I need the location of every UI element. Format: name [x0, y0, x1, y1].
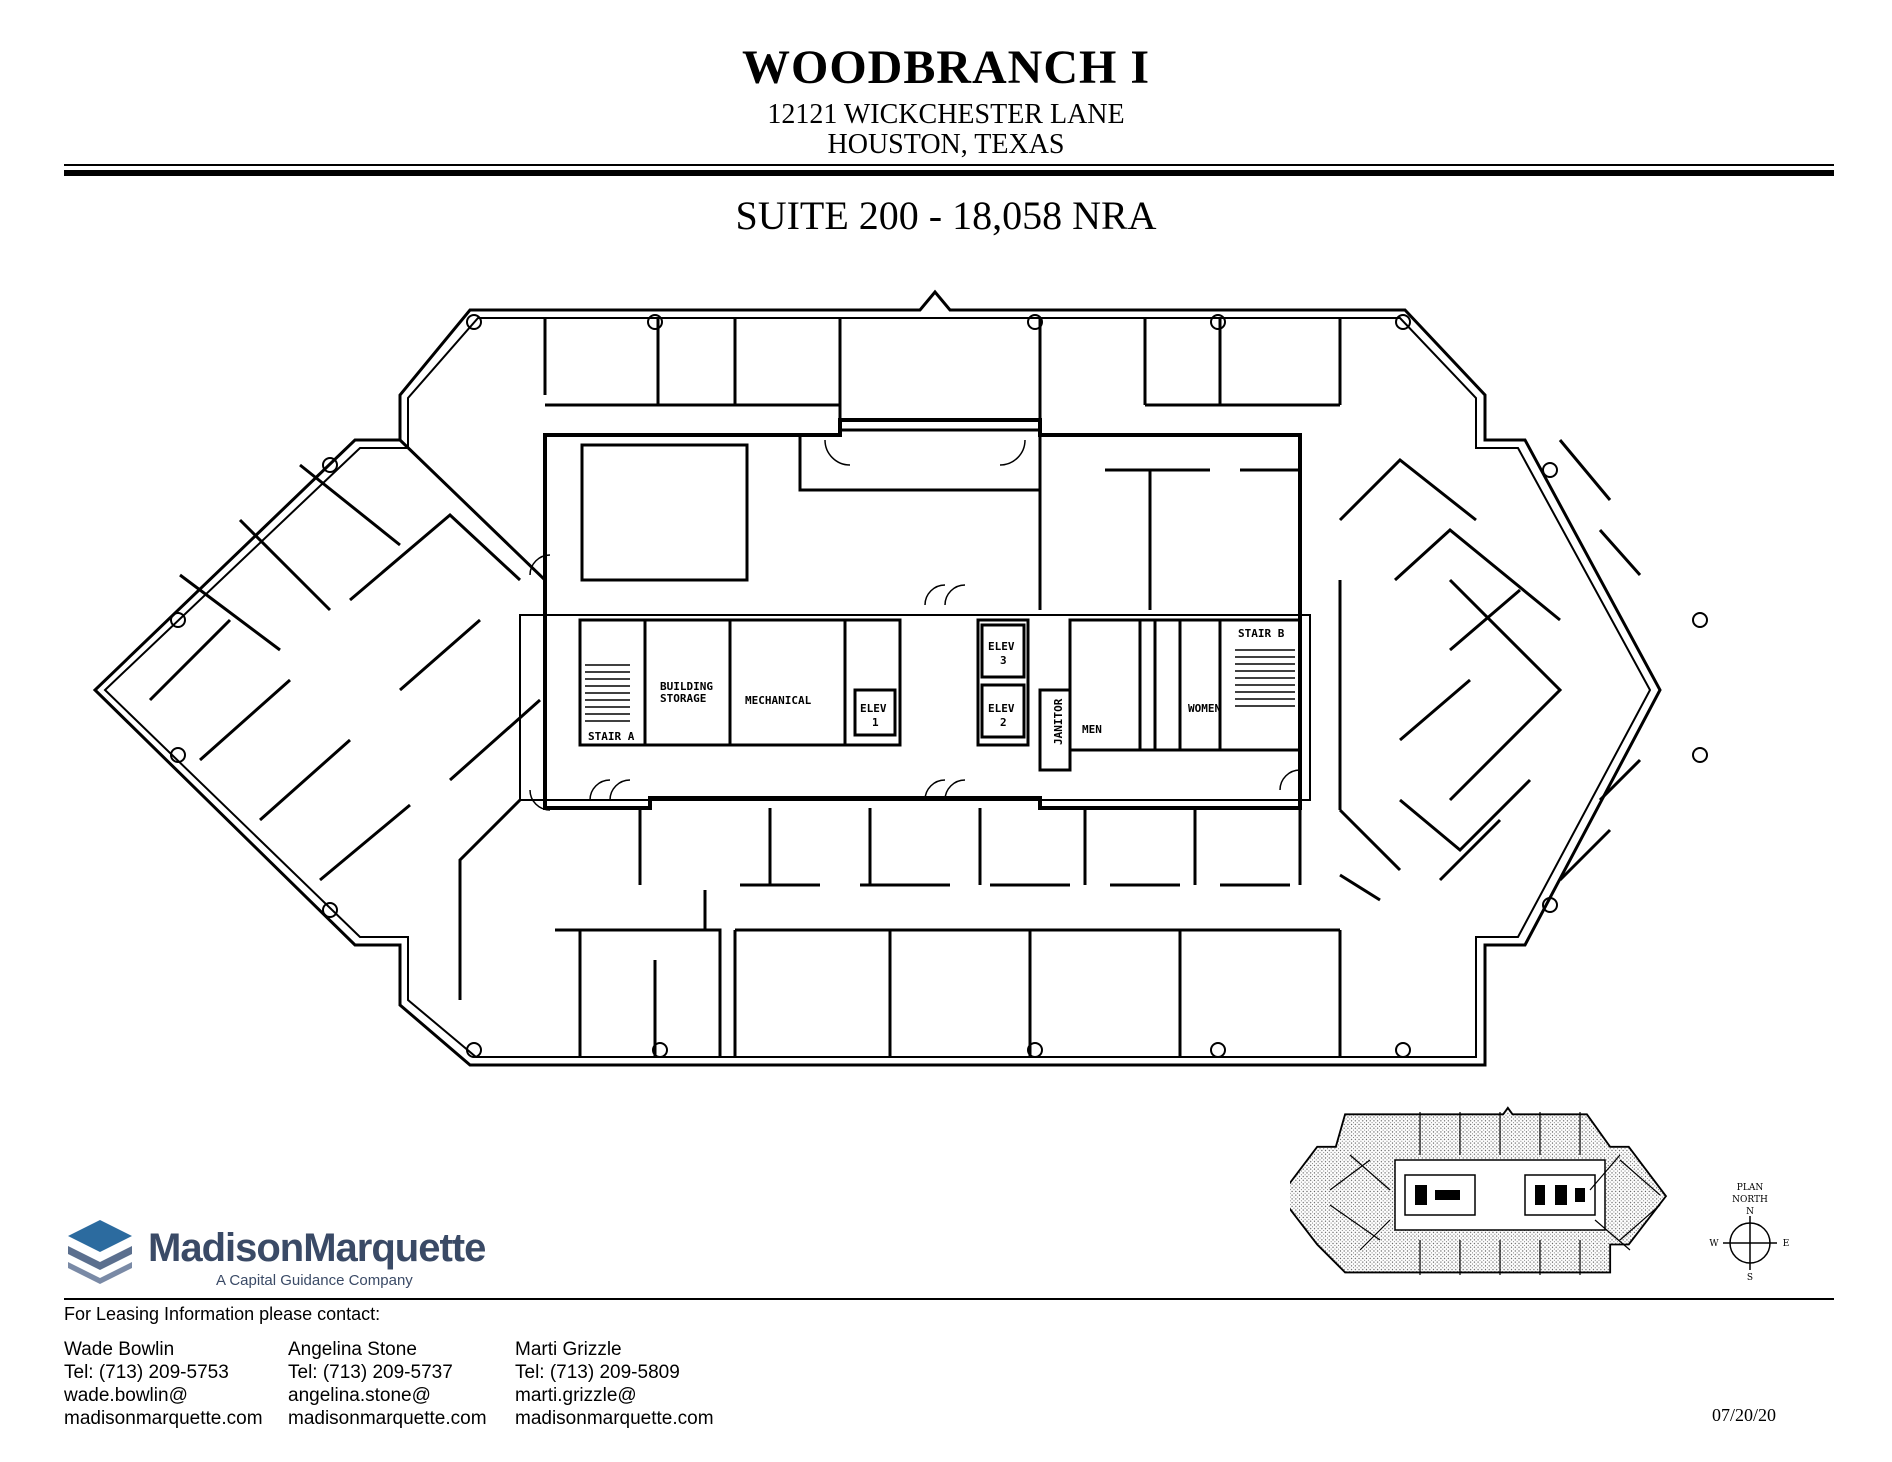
- contact-card-angelina: Angelina Stone Tel: (713) 209-5737 angel…: [288, 1338, 487, 1430]
- label-elev1-b: 1: [872, 716, 879, 729]
- label-women: WOMEN: [1188, 702, 1221, 715]
- key-plan: [1290, 1106, 1668, 1275]
- contact-card-wade: Wade Bowlin Tel: (713) 209-5753 wade.bow…: [64, 1338, 263, 1430]
- compass-w: W: [1709, 1239, 1719, 1249]
- contact-tel[interactable]: Tel: (713) 209-5753: [64, 1362, 229, 1383]
- right-offices: [1338, 439, 1642, 902]
- label-stair-b: STAIR B: [1238, 627, 1285, 640]
- compass-e: E: [1783, 1239, 1790, 1249]
- brand-name: MadisonMarquette: [148, 1226, 486, 1270]
- header-rule-thick: [64, 170, 1834, 176]
- north-compass: PLAN NORTH N W E S: [1709, 1183, 1790, 1283]
- compass-s: S: [1747, 1273, 1753, 1283]
- building-outline: [92, 289, 1662, 1067]
- label-stair-a: STAIR A: [588, 730, 635, 743]
- label-building-storage-2: STORAGE: [660, 692, 706, 705]
- label-elev2-b: 2: [1000, 716, 1007, 729]
- contact-heading: For Leasing Information please contact:: [64, 1304, 381, 1324]
- address-line-1: 12121 WICKCHESTER LANE: [767, 99, 1125, 130]
- contact-name: Angelina Stone: [288, 1339, 417, 1360]
- contact-email-1[interactable]: angelina.stone@: [288, 1385, 431, 1406]
- label-elev3-b: 3: [1000, 654, 1007, 667]
- contact-tel[interactable]: Tel: (713) 209-5809: [515, 1362, 680, 1383]
- madison-marquette-logo-icon: [68, 1220, 132, 1284]
- label-mechanical: MECHANICAL: [745, 694, 812, 707]
- contact-email-2[interactable]: madisonmarquette.com: [64, 1408, 263, 1429]
- building-name: WOODBRANCH I: [741, 41, 1151, 94]
- compass-n: N: [1746, 1207, 1754, 1217]
- footer-rule: [64, 1298, 1834, 1300]
- compass-title-1: PLAN: [1737, 1183, 1764, 1193]
- compass-cross: [1723, 1216, 1777, 1270]
- contact-name: Wade Bowlin: [64, 1339, 175, 1360]
- label-men: MEN: [1082, 723, 1102, 736]
- address-line-2: HOUSTON, TEXAS: [827, 129, 1065, 160]
- contact-email-2[interactable]: madisonmarquette.com: [515, 1408, 714, 1429]
- compass-title-2: NORTH: [1732, 1195, 1768, 1205]
- label-building-storage-1: BUILDING: [660, 680, 713, 693]
- brand-tagline: A Capital Guidance Company: [216, 1272, 413, 1289]
- contact-email-1[interactable]: marti.grizzle@: [515, 1385, 637, 1406]
- top-offices: [543, 318, 1342, 432]
- suite-title: SUITE 200 - 18,058 NRA: [735, 193, 1157, 238]
- bottom-offices: [555, 808, 1342, 1057]
- contact-card-marti: Marti Grizzle Tel: (713) 209-5809 marti.…: [515, 1338, 714, 1430]
- label-elev2-a: ELEV: [988, 702, 1015, 715]
- header-rule-thin: [64, 164, 1834, 166]
- label-elev1-a: ELEV: [860, 702, 887, 715]
- label-elev3-a: ELEV: [988, 640, 1015, 653]
- left-offices: [148, 438, 722, 1057]
- contact-email-2[interactable]: madisonmarquette.com: [288, 1408, 487, 1429]
- contact-tel[interactable]: Tel: (713) 209-5737: [288, 1362, 453, 1383]
- contact-email-1[interactable]: wade.bowlin@: [64, 1385, 188, 1406]
- contact-name: Marti Grizzle: [515, 1339, 622, 1360]
- label-janitor: JANITOR: [1052, 698, 1065, 745]
- floor-plan: STAIR A BUILDING STORAGE MECHANICAL ELEV…: [92, 289, 1708, 1067]
- core: [578, 618, 1302, 772]
- plan-date: 07/20/20: [1712, 1405, 1777, 1425]
